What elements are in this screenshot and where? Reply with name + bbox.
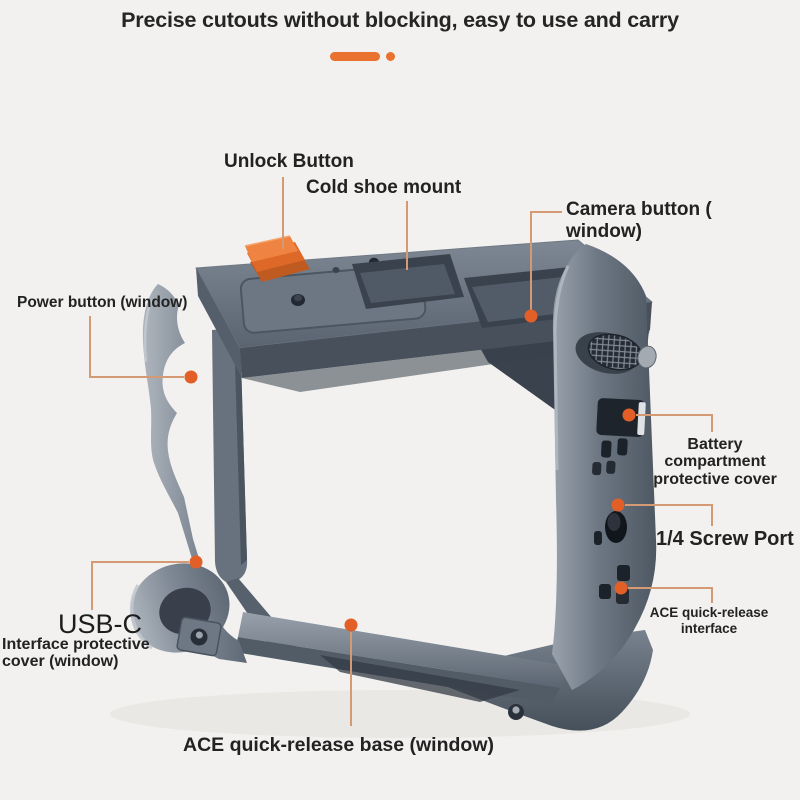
quarter-screw-port [594,511,627,545]
dot-power-button [184,370,198,384]
title-underline-dot [386,52,395,61]
leader-power-button [89,316,184,378]
leader-quarter-screw [625,504,713,526]
knurled-thumbscrew [575,332,657,374]
dot-quarter-screw [611,498,625,512]
unlock-button-label: Unlock Button [224,151,354,172]
battery-compartment-window [596,398,646,437]
dot-battery-cover [622,408,636,422]
power-button-window-label: Power button (window) [17,294,188,311]
page-title: Precise cutouts without blocking, easy t… [121,8,679,32]
usb-c-clamp [129,563,230,657]
ace-base-label: ACE quick-release base (window) [183,734,495,756]
usb-c-cover-label: Interface protective cover (window) [2,636,150,670]
ace-interface-label: ACE quick-release interface [649,605,769,636]
camera-button-window-label: Camera button ( window) [566,199,712,242]
dot-camera-button [524,309,538,323]
cold-shoe-slot [352,254,464,309]
front-left-frame-bar [142,284,247,663]
dot-ace-interface [614,581,628,595]
dot-ace-base [344,618,358,632]
leader-dots [184,309,636,632]
quarter-screw-port-label: 1/4 Screw Port [656,528,794,550]
battery-cover-label: Battery compartment protective cover [653,436,777,488]
vent-slots [592,438,628,476]
leader-camera-button [530,211,562,311]
leader-ace-interface [628,587,713,603]
usb-c-title-label: USB-C [58,609,143,639]
dot-usb-c [189,555,203,569]
leader-usb-c [91,561,189,610]
leader-lines [89,177,713,726]
title-underline-dash [330,52,380,61]
frame-highlight [143,299,153,363]
base-screw [512,706,520,714]
cold-shoe-mount-label: Cold shoe mount [306,177,462,198]
leader-battery-cover [636,414,713,432]
